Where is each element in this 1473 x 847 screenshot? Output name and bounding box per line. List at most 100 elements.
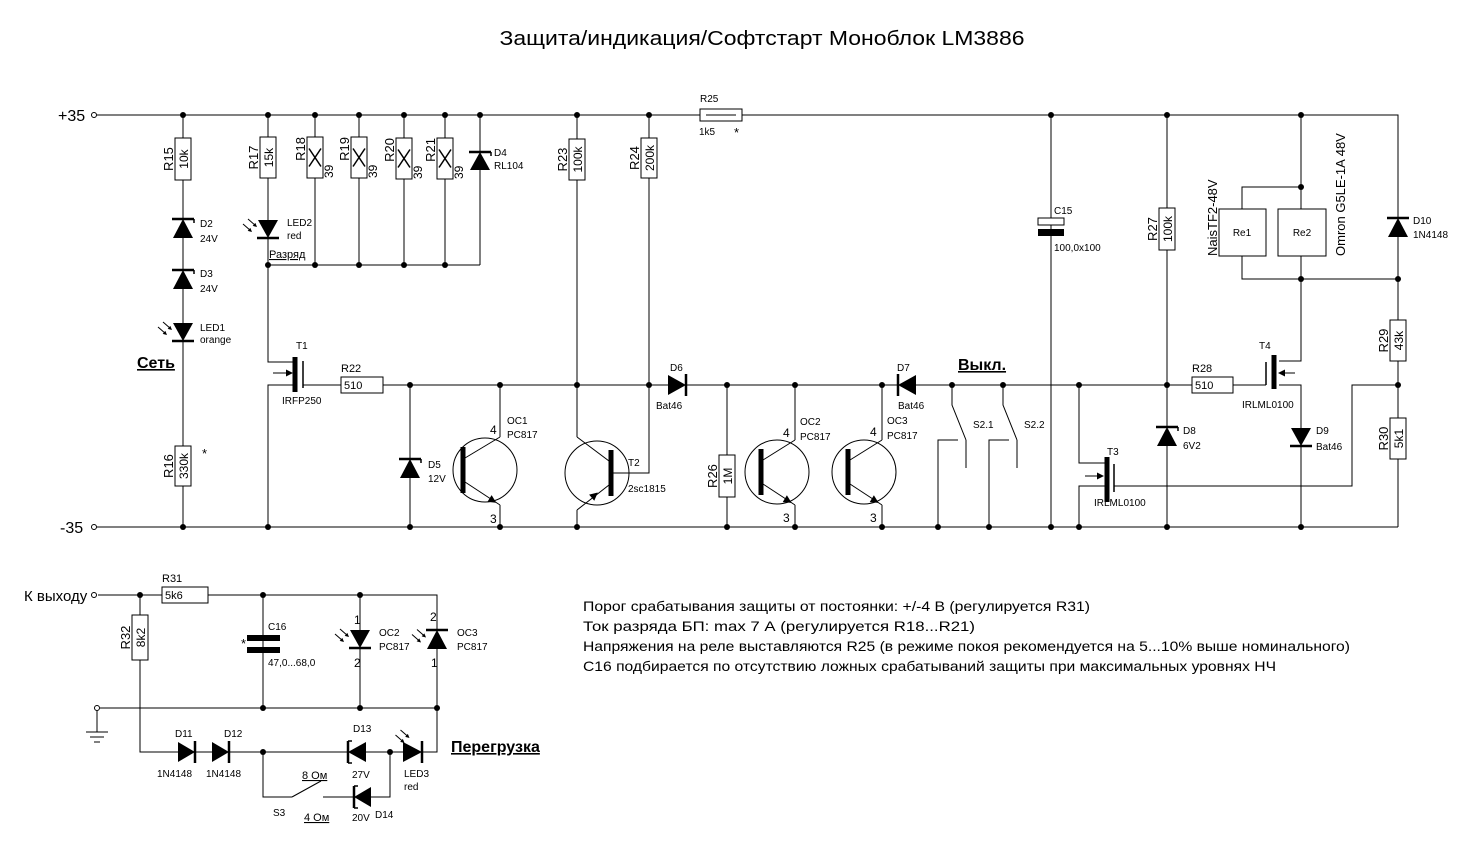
collector-lead [849, 439, 883, 461]
junction-dot [260, 749, 266, 755]
s2_1-ref: S2.1 [973, 420, 994, 431]
junction-dot [879, 382, 885, 388]
note-line: Ток разряда БП: max 7 А (регулируется R1… [583, 618, 975, 634]
resistor-ref: R19 [337, 137, 352, 161]
wire [267, 115, 295, 363]
wire [988, 439, 1009, 527]
led3-ref: LED3 [404, 769, 429, 780]
relay-re1 [1218, 208, 1267, 257]
capacitor-c16-plate [247, 647, 280, 653]
junction-dot [387, 749, 393, 755]
oc1-value: PC817 [507, 430, 538, 441]
resistor-r30 [1389, 417, 1407, 460]
d8-ref: D8 [1183, 426, 1196, 437]
terminal [94, 705, 100, 711]
oc3-pin_k: 2 [430, 610, 437, 624]
diode-d10 [1388, 218, 1408, 237]
t3-ref: T3 [1107, 447, 1119, 458]
arrowhead [589, 492, 598, 501]
junction-dot [497, 524, 503, 530]
capacitor-c15-plate [1038, 229, 1064, 236]
junction-dot [401, 262, 407, 268]
junction-dot [1000, 382, 1006, 388]
wire [1241, 256, 1398, 280]
wire [1114, 384, 1398, 487]
junction-dot [574, 382, 580, 388]
oc3-led [427, 630, 447, 649]
resistor-ref: R20 [382, 138, 397, 162]
c16-value: 47,0...68,0 [268, 658, 316, 669]
oc2-pin_c: 4 [783, 426, 790, 440]
junction-dot [1298, 524, 1304, 530]
s3-option-8-ohm: 8 Ом [302, 770, 327, 782]
resistor-value: 200k [643, 144, 657, 171]
cross-mark [352, 148, 366, 167]
diode-d8 [1157, 427, 1177, 446]
diode-d5 [400, 459, 420, 478]
resistor-ref: R15 [161, 147, 176, 171]
oc1-pin_e: 3 [490, 512, 497, 526]
c15-ref: C15 [1054, 206, 1073, 217]
t2-ref: T2 [628, 458, 640, 469]
diode-triangle [212, 742, 229, 762]
oc2-ref: OC2 [800, 417, 821, 428]
diode-triangle [403, 742, 422, 762]
t4-value: IRLML0100 [1242, 400, 1294, 411]
junction-dot [1164, 112, 1170, 118]
arrowhead [252, 222, 257, 227]
junction-dot [986, 524, 992, 530]
s3-option-4-ohm: 4 Ом [304, 812, 329, 824]
resistor-value: 10k [177, 148, 191, 168]
d8-value: 6V2 [1183, 441, 1201, 452]
resistor-ref: R28 [1192, 363, 1212, 375]
oc1-pin_c: 4 [490, 423, 497, 437]
diode-triangle [258, 220, 278, 238]
arrowhead [405, 733, 410, 738]
junction-dot [1164, 382, 1170, 388]
junction-dot [407, 382, 413, 388]
c15-value: 100,0x100 [1054, 243, 1101, 254]
collector-lead [576, 436, 610, 462]
resistor-ref: R32 [118, 626, 133, 650]
d3-ref: D3 [200, 269, 213, 280]
d12-value: 1N4148 [206, 769, 241, 780]
optocoupler-oc1-transistor [452, 437, 518, 503]
diode-triangle [400, 459, 420, 478]
resistor-ref: R24 [627, 146, 642, 170]
capacitor-c16-plate [247, 635, 280, 641]
arrowhead [487, 495, 497, 503]
resistor-ref: R27 [1145, 217, 1160, 241]
junction-dot [265, 262, 271, 268]
label: 1k5 [699, 127, 716, 138]
junction-dot [574, 112, 580, 118]
junction-dot [434, 705, 440, 711]
diode-d13 [348, 742, 366, 762]
arrowhead [400, 738, 405, 743]
d14-ref: D14 [375, 810, 394, 821]
junction-dot [646, 382, 652, 388]
resistor-r32 [131, 614, 149, 661]
resistor-r31 [161, 586, 209, 604]
junction-dot [949, 382, 955, 388]
resistor-r27 [1158, 207, 1176, 251]
resistor-value: 15k [262, 147, 276, 167]
oc3-ref: OC3 [887, 416, 908, 427]
diode-triangle [1157, 427, 1177, 446]
resistor-r29 [1389, 319, 1407, 362]
junction-dot [407, 524, 413, 530]
junction-dot [1048, 524, 1054, 530]
select-mark: * [202, 446, 207, 461]
switch-blade [291, 780, 322, 798]
resistor-r16 [174, 445, 192, 487]
resistor-value: 39 [411, 165, 425, 179]
diode-triangle [173, 323, 193, 341]
note-line: Напряжения на реле выставляются R25 (в р… [583, 638, 1350, 654]
arrowhead [286, 369, 293, 377]
t4-ref: T4 [1259, 341, 1271, 352]
cross-mark [438, 149, 452, 168]
wire [1078, 385, 1105, 464]
diode-d6 [668, 375, 686, 395]
relay-model: Omron G5LE-1A 48V [1333, 133, 1348, 256]
cross-mark [397, 149, 411, 168]
junction-dot [792, 524, 798, 530]
